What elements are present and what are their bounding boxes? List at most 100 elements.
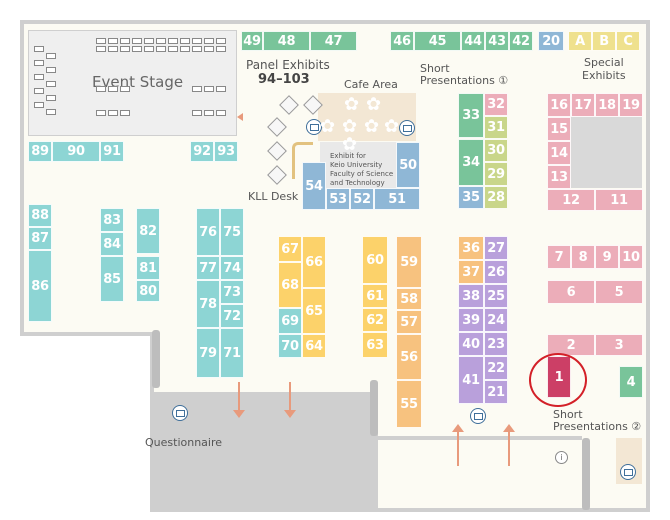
booth-13[interactable]: 13 [547, 165, 571, 189]
booth-87[interactable]: 87 [28, 227, 52, 250]
booth-53[interactable]: 53 [326, 188, 350, 210]
booth-19[interactable]: 19 [619, 93, 643, 117]
booth-90[interactable]: 90 [52, 141, 100, 162]
booth-73[interactable]: 73 [220, 280, 244, 304]
booth-10[interactable]: 10 [619, 245, 643, 269]
booth-78[interactable]: 78 [196, 280, 220, 328]
booth-68[interactable]: 68 [278, 262, 302, 308]
booth-79[interactable]: 79 [196, 328, 220, 378]
booth-21[interactable]: 21 [484, 380, 508, 404]
booth-71[interactable]: 71 [220, 328, 244, 378]
booth-9[interactable]: 9 [595, 245, 619, 269]
booth-4[interactable]: 4 [619, 366, 643, 398]
booth-75[interactable]: 75 [220, 208, 244, 256]
booth-7[interactable]: 7 [547, 245, 571, 269]
booth-31[interactable]: 31 [484, 116, 508, 139]
booth-35[interactable]: 35 [458, 186, 484, 209]
booth-91[interactable]: 91 [100, 141, 124, 162]
booth-48[interactable]: 48 [263, 31, 310, 51]
stage-seat [168, 46, 178, 52]
booth-29[interactable]: 29 [484, 162, 508, 186]
booth-50[interactable]: 50 [396, 142, 420, 188]
booth-80[interactable]: 80 [136, 280, 160, 302]
booth-30[interactable]: 30 [484, 139, 508, 162]
booth-22[interactable]: 22 [484, 356, 508, 380]
stage-seat [204, 86, 214, 92]
booth-28[interactable]: 28 [484, 186, 508, 209]
booth-54[interactable]: 54 [302, 162, 326, 210]
booth-24[interactable]: 24 [484, 308, 508, 332]
booth-93[interactable]: 93 [214, 141, 238, 162]
booth-43[interactable]: 43 [485, 31, 509, 51]
booth-56[interactable]: 56 [396, 334, 422, 380]
booth-36[interactable]: 36 [458, 236, 484, 260]
booth-12[interactable]: 12 [547, 189, 595, 211]
keio-label-2: Keio University [330, 161, 383, 169]
booth-14[interactable]: 14 [547, 141, 571, 165]
booth-17[interactable]: 17 [571, 93, 595, 117]
booth-37[interactable]: 37 [458, 260, 484, 284]
booth-85[interactable]: 85 [100, 256, 124, 302]
booth-57[interactable]: 57 [396, 310, 422, 334]
booth-82[interactable]: 82 [136, 208, 160, 254]
booth-32[interactable]: 32 [484, 93, 508, 116]
booth-40[interactable]: 40 [458, 332, 484, 356]
stage-seat [108, 110, 118, 116]
door [370, 380, 378, 436]
booth-45[interactable]: 45 [414, 31, 461, 51]
booth-60[interactable]: 60 [362, 236, 388, 284]
booth-86[interactable]: 86 [28, 250, 52, 322]
booth-51[interactable]: 51 [374, 188, 420, 210]
booth-83[interactable]: 83 [100, 208, 124, 232]
booth-42[interactable]: 42 [509, 31, 533, 51]
booth-62[interactable]: 62 [362, 308, 388, 332]
booth-23[interactable]: 23 [484, 332, 508, 356]
booth-41[interactable]: 41 [458, 356, 484, 404]
booth-b[interactable]: B [592, 31, 616, 51]
booth-52[interactable]: 52 [350, 188, 374, 210]
booth-59[interactable]: 59 [396, 236, 422, 288]
booth-47[interactable]: 47 [310, 31, 357, 51]
booth-11[interactable]: 11 [595, 189, 643, 211]
booth-66[interactable]: 66 [302, 236, 326, 288]
booth-69[interactable]: 69 [278, 308, 302, 334]
booth-3[interactable]: 3 [595, 334, 643, 356]
booth-26[interactable]: 26 [484, 260, 508, 284]
booth-5[interactable]: 5 [595, 280, 643, 304]
booth-6[interactable]: 6 [547, 280, 595, 304]
booth-27[interactable]: 27 [484, 236, 508, 260]
booth-15[interactable]: 15 [547, 117, 571, 141]
booth-74[interactable]: 74 [220, 256, 244, 280]
booth-76[interactable]: 76 [196, 208, 220, 256]
booth-64[interactable]: 64 [302, 334, 326, 358]
booth-a[interactable]: A [568, 31, 592, 51]
booth-16[interactable]: 16 [547, 93, 571, 117]
booth-46[interactable]: 46 [390, 31, 414, 51]
booth-39[interactable]: 39 [458, 308, 484, 332]
booth-34[interactable]: 34 [458, 139, 484, 186]
booth-c[interactable]: C [616, 31, 640, 51]
booth-33[interactable]: 33 [458, 93, 484, 138]
booth-8[interactable]: 8 [571, 245, 595, 269]
booth-92[interactable]: 92 [190, 141, 214, 162]
booth-63[interactable]: 63 [362, 332, 388, 358]
booth-20[interactable]: 20 [538, 31, 564, 51]
booth-67[interactable]: 67 [278, 236, 302, 262]
booth-49[interactable]: 49 [241, 31, 263, 51]
booth-18[interactable]: 18 [595, 93, 619, 117]
booth-44[interactable]: 44 [461, 31, 485, 51]
booth-89[interactable]: 89 [28, 141, 52, 162]
booth-81[interactable]: 81 [136, 256, 160, 280]
booth-38[interactable]: 38 [458, 284, 484, 308]
booth-65[interactable]: 65 [302, 288, 326, 334]
booth-84[interactable]: 84 [100, 232, 124, 256]
booth-72[interactable]: 72 [220, 304, 244, 328]
booth-88[interactable]: 88 [28, 204, 52, 227]
booth-58[interactable]: 58 [396, 288, 422, 310]
booth-25[interactable]: 25 [484, 284, 508, 308]
booth-70[interactable]: 70 [278, 334, 302, 358]
stage-seat [108, 86, 118, 92]
booth-55[interactable]: 55 [396, 380, 422, 428]
booth-61[interactable]: 61 [362, 284, 388, 308]
booth-77[interactable]: 77 [196, 256, 220, 280]
